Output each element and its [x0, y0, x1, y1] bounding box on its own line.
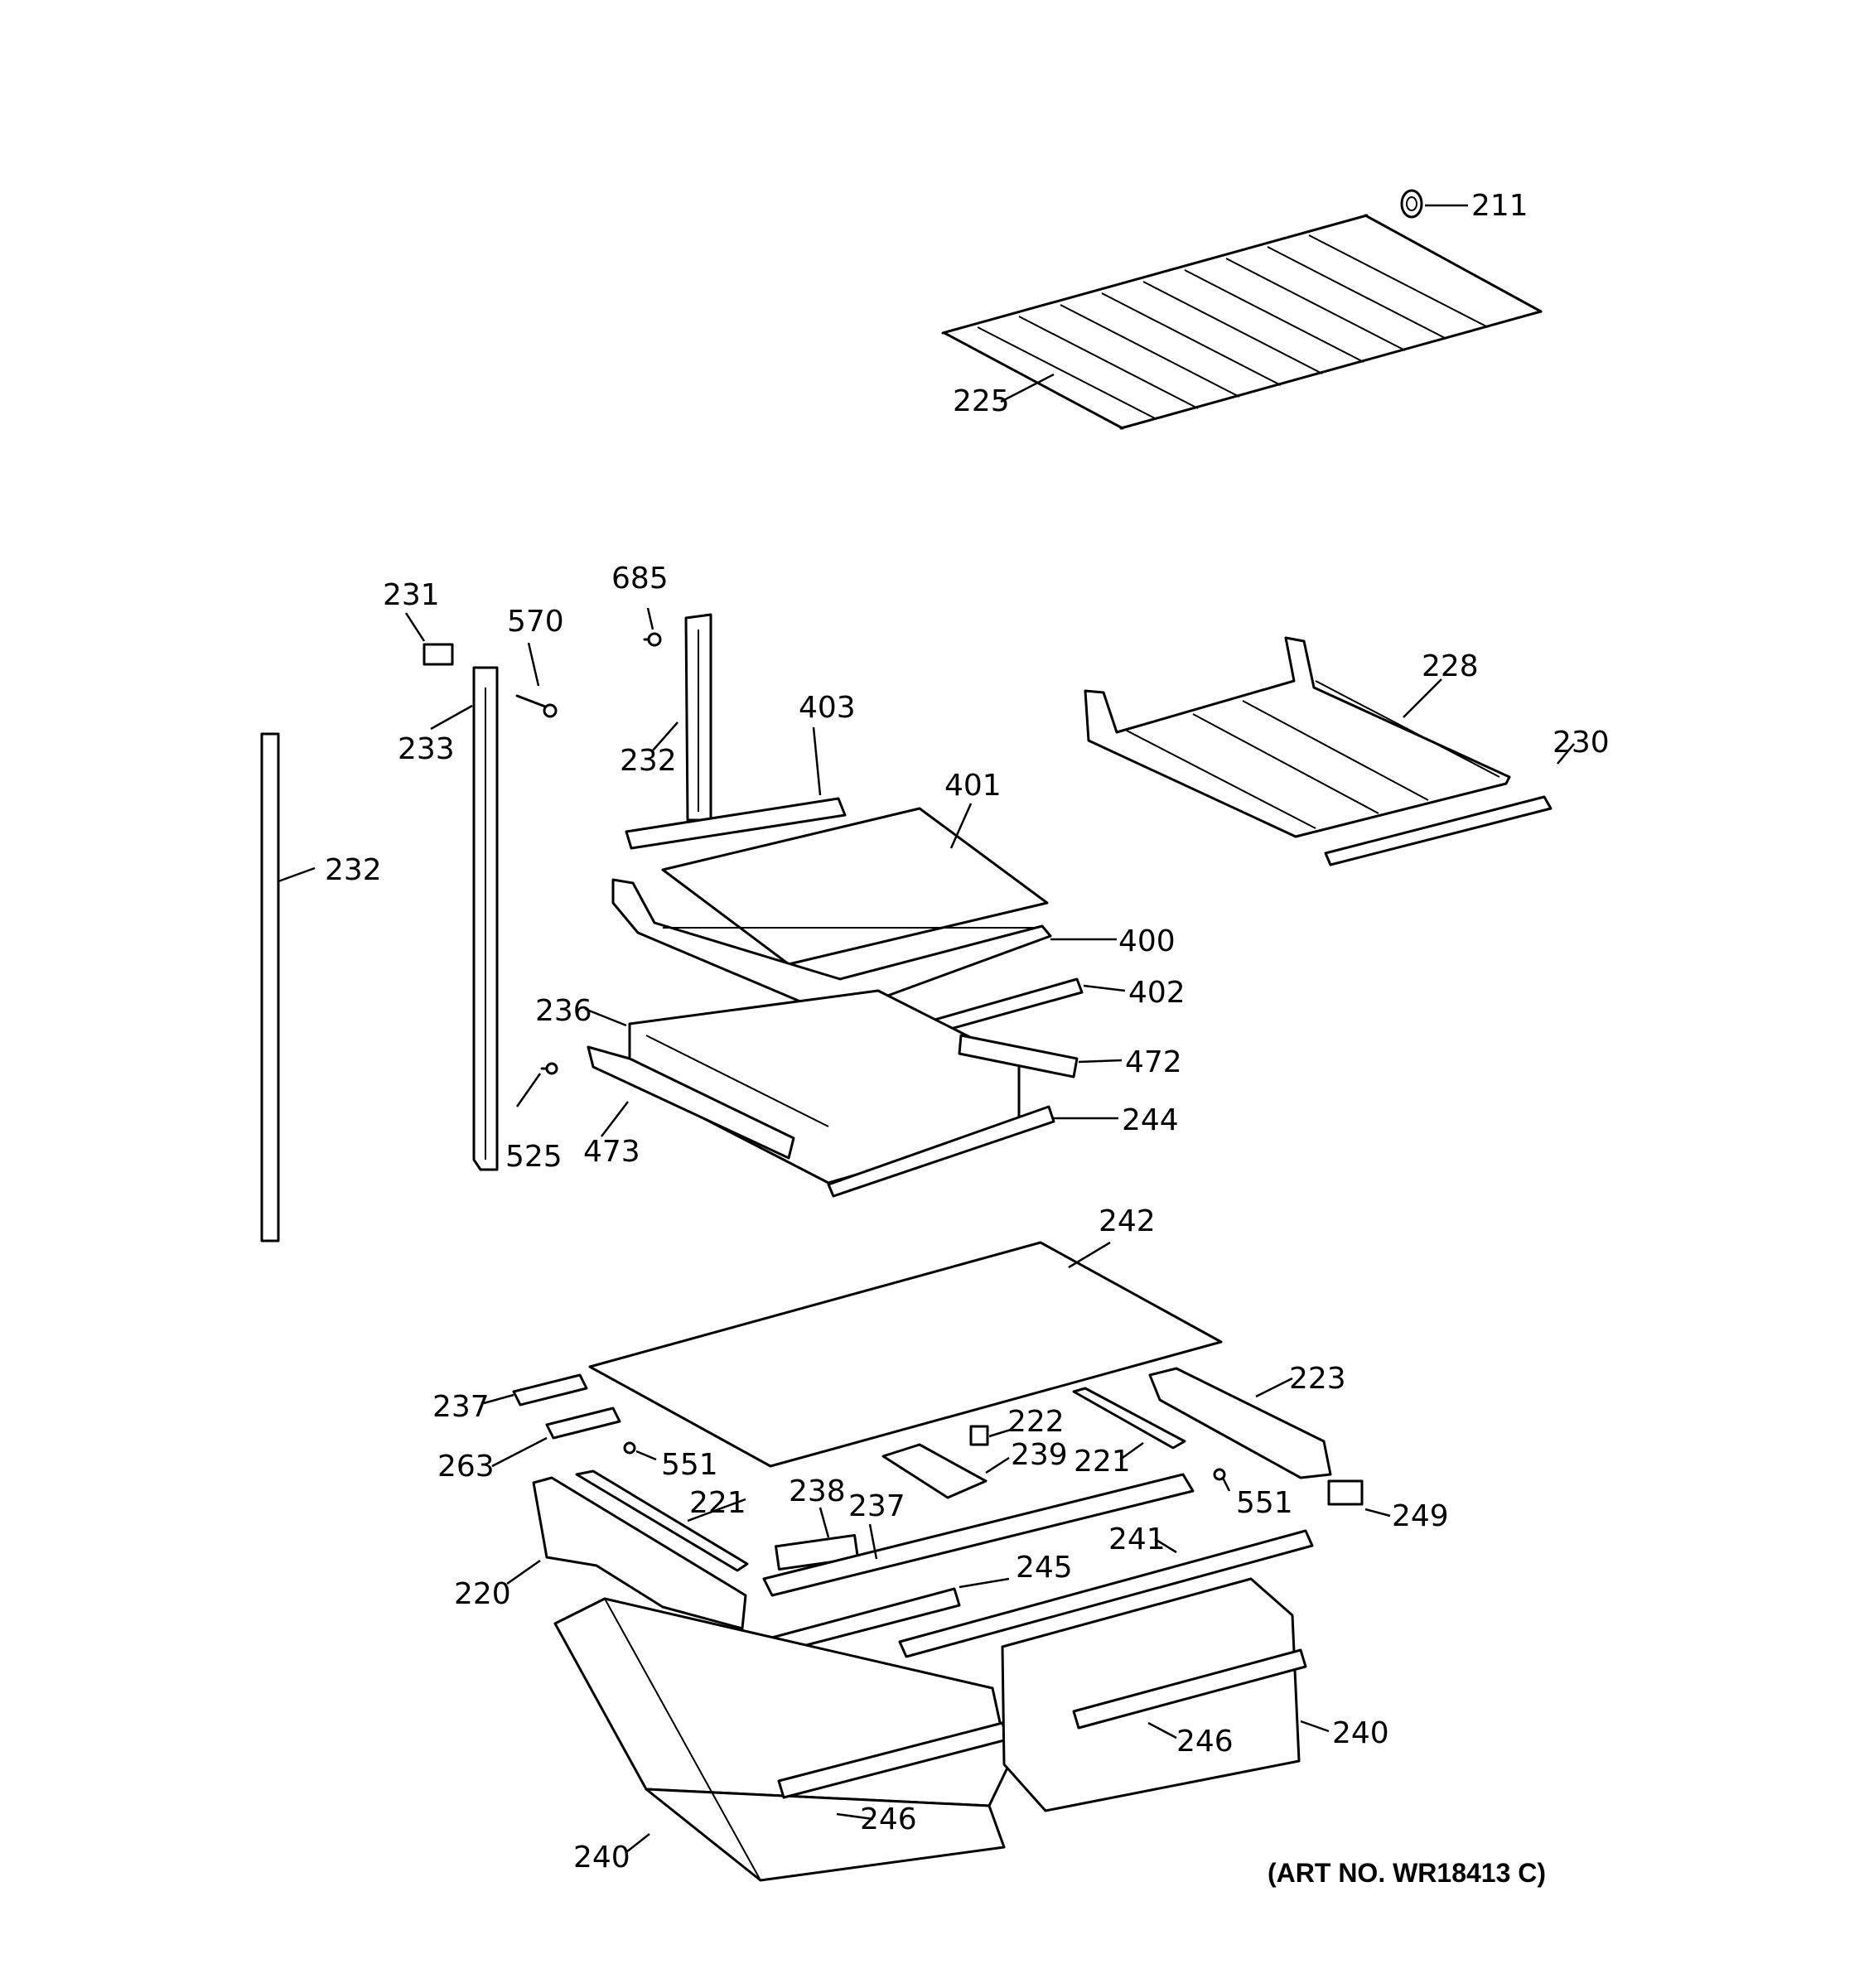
part-570-screw [515, 694, 558, 718]
label-225: 225 [953, 384, 1010, 418]
label-400: 400 [1118, 924, 1176, 958]
leader-lines [278, 204, 1575, 1853]
label-221-right: 221 [1074, 1445, 1131, 1479]
part-472-slide [958, 1034, 1079, 1078]
part-237-rail-center [762, 1473, 1195, 1597]
part-246-handle-right [1072, 1648, 1307, 1730]
part-221-support-right [1072, 1387, 1186, 1450]
label-237-center: 237 [848, 1489, 905, 1523]
part-211-shelf-stop [1400, 189, 1423, 219]
label-211: 211 [1471, 189, 1528, 223]
part-263-rail [545, 1407, 621, 1440]
label-472: 472 [1125, 1045, 1182, 1079]
part-685-screw [643, 632, 662, 647]
part-403-shelf-trim [625, 797, 847, 850]
label-223: 223 [1289, 1362, 1346, 1396]
label-473: 473 [583, 1135, 640, 1169]
label-551-right: 551 [1236, 1486, 1293, 1520]
label-240-left: 240 [573, 1841, 630, 1875]
label-551-left: 551 [661, 1448, 718, 1482]
label-239: 239 [1011, 1438, 1068, 1472]
part-223-rail [1148, 1367, 1332, 1479]
part-232-shelf-rail-left [260, 732, 280, 1242]
part-221-support-left [575, 1469, 749, 1572]
part-237-rail-left [512, 1373, 588, 1407]
part-228-shelf-assembly [1084, 636, 1511, 838]
label-570: 570 [507, 605, 564, 639]
part-222-roller [969, 1425, 989, 1446]
label-403: 403 [799, 691, 856, 725]
label-240-right: 240 [1332, 1716, 1389, 1750]
part-249-bracket [1327, 1479, 1364, 1506]
label-222: 222 [1007, 1405, 1065, 1439]
label-246-right: 246 [1176, 1725, 1234, 1759]
label-230: 230 [1553, 726, 1610, 760]
label-246-left: 246 [860, 1802, 917, 1836]
label-241: 241 [1108, 1522, 1166, 1556]
label-237-left: 237 [432, 1390, 490, 1424]
art-number: (ART NO. WR18413 C) [1268, 1858, 1546, 1888]
label-231: 231 [383, 578, 440, 612]
part-231-clip [423, 643, 454, 666]
part-551-screw-right [1213, 1468, 1226, 1481]
label-245: 245 [1016, 1551, 1073, 1585]
label-249: 249 [1392, 1499, 1449, 1533]
part-233-shelf-rail [472, 666, 499, 1171]
label-263: 263 [437, 1450, 495, 1484]
part-551-screw-left [623, 1441, 636, 1455]
part-400-shelf-frame [611, 878, 1052, 1017]
part-525-screw [540, 1062, 558, 1075]
label-525: 525 [505, 1140, 563, 1174]
part-220-support [532, 1476, 747, 1630]
label-238: 238 [789, 1474, 846, 1508]
label-685: 685 [611, 562, 669, 596]
label-236: 236 [535, 994, 592, 1028]
label-228: 228 [1422, 649, 1479, 683]
part-241-trim [898, 1529, 1314, 1658]
label-220: 220 [454, 1577, 511, 1611]
label-244: 244 [1122, 1103, 1179, 1137]
part-473-slide [587, 1045, 795, 1160]
part-232-shelf-rail-center [684, 613, 712, 822]
part-244-cover [827, 1105, 1055, 1198]
label-242: 242 [1099, 1204, 1156, 1238]
part-230-shelf-trim [1324, 795, 1553, 866]
label-221-left: 221 [689, 1486, 746, 1520]
label-232-left: 232 [325, 853, 382, 887]
label-232-center: 232 [620, 744, 677, 778]
part-242-glass-shelf [588, 1241, 1223, 1468]
part-225-wire-shelf [941, 214, 1543, 430]
label-233: 233 [398, 732, 455, 766]
label-401: 401 [944, 769, 1002, 803]
label-402: 402 [1128, 976, 1186, 1010]
part-239-bracket [881, 1443, 988, 1499]
